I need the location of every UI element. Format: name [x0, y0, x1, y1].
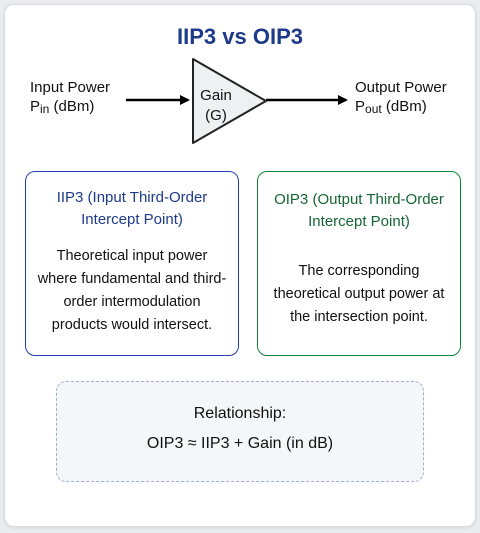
iip3-description: Theoretical input power where fundamenta…	[37, 248, 227, 333]
oip3-box: OIP3 (Output Third-Order Intercept Point…	[257, 171, 461, 356]
output-power-symbol: Pout (dBm)	[355, 98, 427, 116]
oip3-description: The corresponding theoretical output pow…	[273, 263, 445, 325]
diagram-title: IIP3 vs OIP3	[177, 24, 303, 49]
gain-label: Gain (G)	[200, 87, 232, 124]
iip3-box: IIP3 (Input Third-Order Intercept Point)…	[25, 171, 239, 356]
relationship-label: Relationship:	[193, 405, 287, 422]
input-power-label: Input Power Pin (dBm)	[30, 78, 110, 119]
relationship-equation: OIP3 ≈ IIP3 + Gain (in dB)	[146, 435, 334, 452]
oip3-heading: OIP3 (Output Third-Order Intercept Point…	[274, 191, 444, 230]
amplifier-triangle-icon	[192, 58, 267, 144]
output-power-text: Output Power	[355, 79, 447, 96]
input-power-symbol: Pin (dBm)	[30, 98, 95, 116]
input-power-text: Input Power	[30, 79, 111, 96]
relationship-box: Relationship: OIP3 ≈ IIP3 + Gain (in dB)	[56, 381, 424, 482]
iip3-heading: IIP3 (Input Third-Order Intercept Point)	[56, 189, 208, 228]
output-power-label: Output Power Pout (dBm)	[355, 78, 447, 119]
